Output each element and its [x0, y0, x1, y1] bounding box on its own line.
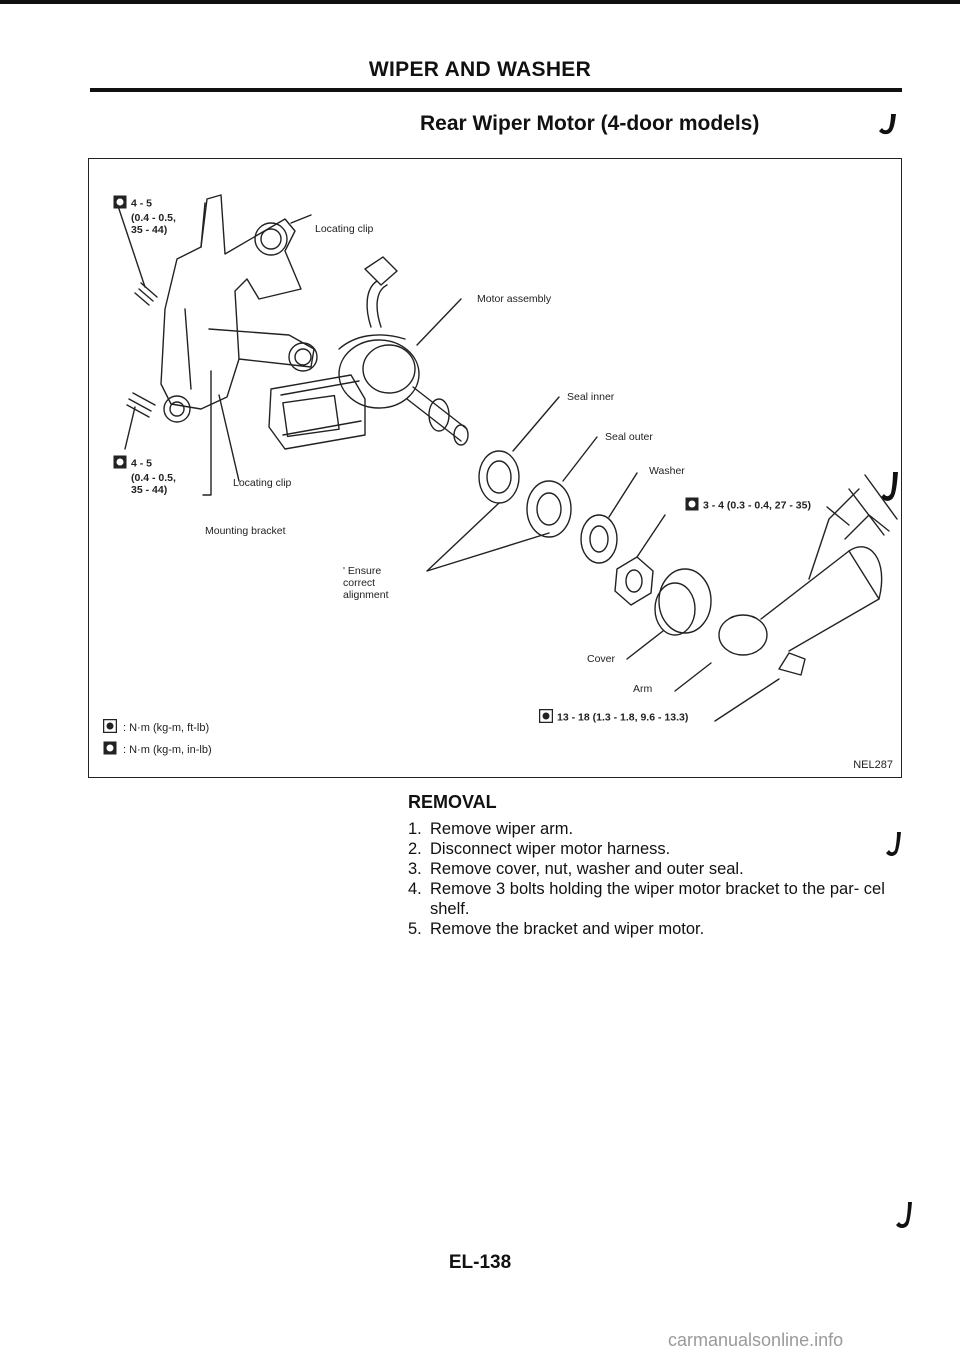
removal-section: REMOVAL 1.Remove wiper arm. 2.Disconnect… — [408, 792, 908, 939]
torque-spec-top-left: 4 - 5 (0.4 - 0.5, 35 - 44) — [113, 195, 176, 236]
removal-steps: 1.Remove wiper arm. 2.Disconnect wiper m… — [408, 819, 908, 939]
torque-spec-arm: 13 - 18 (1.3 - 1.8, 9.6 - 13.3) — [538, 708, 688, 726]
removal-step: 1.Remove wiper arm. — [408, 820, 574, 838]
torque-ftlb-icon — [102, 718, 118, 737]
torque-inlb-icon — [103, 741, 117, 759]
label-motor-assembly: Motor assembly — [477, 293, 552, 305]
removal-step: 5.Remove the bracket and wiper motor. — [408, 920, 705, 938]
top-border — [0, 0, 960, 4]
torque-inlb-icon — [685, 497, 699, 514]
revision-check-mark-icon — [884, 830, 906, 860]
revision-check-mark-icon — [894, 1200, 918, 1232]
page-number: EL-138 — [448, 1252, 512, 1273]
torque-spec-mid-left: 4 - 5 (0.4 - 0.5, 35 - 44) — [113, 455, 176, 496]
torque-spec-nut: 3 - 4 (0.3 - 0.4, 27 - 35) — [685, 497, 811, 514]
watermark: carmanualsonline.info — [668, 1330, 844, 1350]
removal-step: 3.Remove cover, nut, washer and outer se… — [408, 860, 744, 878]
label-seal-inner: Seal inner — [567, 391, 615, 403]
label-arm: Arm — [633, 683, 653, 695]
label-seal-outer: Seal outer — [605, 431, 653, 443]
label-cover: Cover — [587, 653, 616, 665]
torque-ftlb-icon — [538, 708, 554, 726]
header-rule — [90, 88, 902, 92]
page-header-title: WIPER AND WASHER — [368, 58, 592, 81]
torque-inlb-icon — [113, 455, 127, 472]
legend-ftlb: : N·m (kg-m, ft-lb) — [102, 718, 209, 737]
wiper-motor-illustration — [116, 194, 898, 722]
removal-step: 4.Remove 3 bolts holding the wiper motor… — [408, 880, 885, 918]
revision-check-mark-icon — [876, 112, 902, 138]
torque-inlb-icon — [113, 195, 127, 212]
revision-check-mark-icon — [878, 470, 904, 506]
removal-step: 2.Disconnect wiper motor harness. — [408, 840, 671, 858]
label-locating-clip-top: Locating clip — [315, 223, 374, 235]
removal-title: REMOVAL — [408, 792, 497, 812]
legend-inlb: : N·m (kg-m, in-lb) — [103, 741, 212, 759]
exploded-view-diagram: 4 - 5 (0.4 - 0.5, 35 - 44) 4 - 5 (0.4 - … — [88, 158, 902, 778]
label-mounting-bracket: Mounting bracket — [205, 525, 286, 537]
figure-id: NEL287 — [853, 759, 893, 771]
label-ensure-alignment: ' Ensure correct alignment — [343, 565, 389, 601]
label-locating-clip-bottom: Locating clip — [233, 477, 292, 489]
section-title: Rear Wiper Motor (4-door models) — [420, 112, 760, 135]
label-washer: Washer — [649, 465, 685, 477]
